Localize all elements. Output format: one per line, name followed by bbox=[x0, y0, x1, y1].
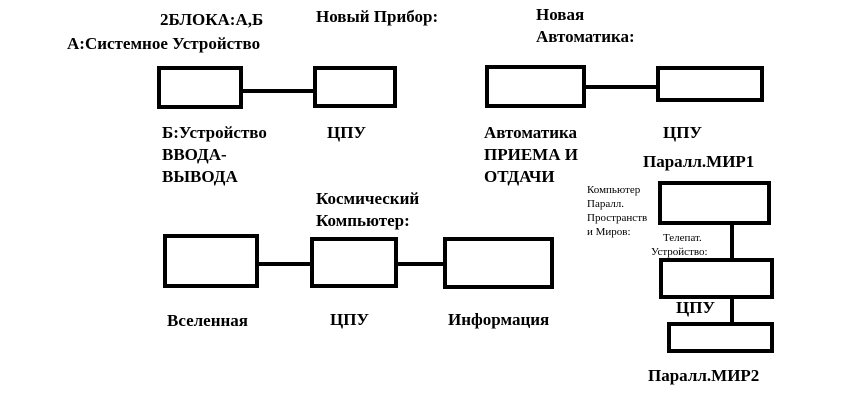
parallel-world-2-label: Паралл.МИР2 bbox=[648, 366, 760, 385]
cpu-label: ЦПУ bbox=[330, 310, 369, 329]
connector-line bbox=[259, 262, 312, 266]
space-computer-title-line1: Космический bbox=[316, 189, 420, 208]
connector-line bbox=[730, 225, 734, 260]
cpu-label: ЦПУ bbox=[663, 123, 702, 142]
io-device-label-line2: ВВОДА- bbox=[162, 145, 227, 164]
automation-rx-tx-label-line1: Автоматика bbox=[484, 123, 578, 142]
cpu-box bbox=[656, 66, 764, 102]
automation-box bbox=[485, 65, 586, 108]
connector-line bbox=[243, 89, 315, 93]
new-automation-title-line2: Автоматика: bbox=[536, 27, 635, 46]
connector-line bbox=[730, 299, 734, 324]
new-automation-title-line1: Новая bbox=[536, 5, 585, 24]
cpu-box bbox=[310, 237, 398, 288]
telepathic-device-label-line1: Телепат. bbox=[663, 232, 702, 244]
new-device-title: Новый Прибор: bbox=[316, 7, 439, 26]
parallel-world-1-label: Паралл.МИР1 bbox=[643, 152, 755, 171]
information-box bbox=[443, 237, 554, 289]
space-computer-title-line2: Компьютер: bbox=[316, 211, 410, 230]
parallel-computer-label-line3: Пространств bbox=[587, 212, 648, 224]
cpu-label: ЦПУ bbox=[327, 123, 366, 142]
parallel-world-1-box bbox=[658, 181, 771, 225]
connector-line bbox=[398, 262, 445, 266]
information-label: Информация bbox=[448, 310, 550, 329]
automation-rx-tx-label-line2: ПРИЕМА И bbox=[484, 145, 578, 164]
telepathic-device-label-line2: Устройство: bbox=[651, 246, 708, 258]
io-device-label-line3: ВЫВОДА bbox=[162, 167, 238, 186]
system-device-box bbox=[157, 66, 243, 109]
universe-label: Вселенная bbox=[167, 311, 249, 330]
parallel-computer-label-line2: Паралл. bbox=[587, 198, 625, 210]
cpu-label: ЦПУ bbox=[676, 298, 715, 317]
cpu-box bbox=[313, 66, 397, 108]
parallel-computer-label-line1: Компьютер bbox=[587, 184, 641, 196]
automation-rx-tx-label-line3: ОТДАЧИ bbox=[484, 167, 555, 186]
universe-box bbox=[163, 234, 259, 288]
cpu-box bbox=[659, 258, 774, 299]
parallel-world-2-box bbox=[667, 322, 774, 353]
connector-line bbox=[586, 85, 658, 89]
system-device-label: А:Системное Устройство bbox=[67, 34, 261, 53]
parallel-computer-label-line4: и Миров: bbox=[587, 226, 631, 238]
two-blocks-title: 2БЛОКА:А,Б bbox=[160, 10, 264, 29]
io-device-label-line1: Б:Устройство bbox=[162, 123, 267, 142]
